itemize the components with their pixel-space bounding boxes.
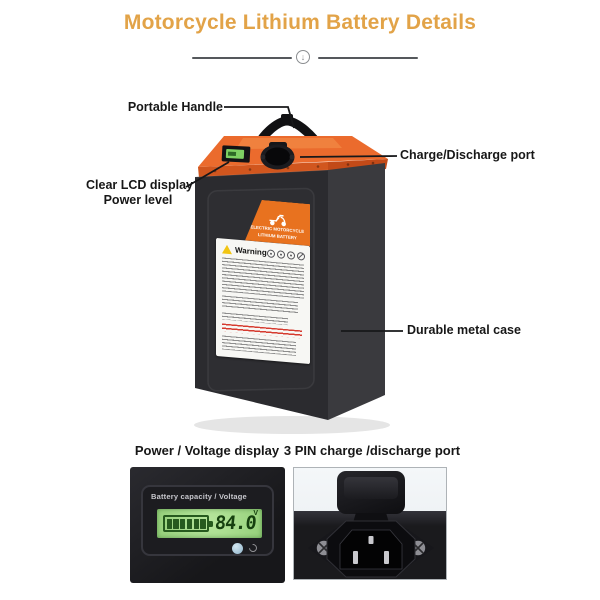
port-flip-cover [337,471,405,514]
lid-raised-plate [236,138,342,149]
battery-bar [200,518,206,529]
warning-symbol-icon-3 [286,250,295,260]
warning-symbol-icon-2 [276,249,285,259]
callout-lcd-line-2: Power level [103,193,173,207]
callout-charge-discharge-port: Charge/Discharge port [400,148,535,162]
charge-port-caption: 3 PIN charge /discharge port [283,443,461,458]
warning-triangle-icon [222,244,232,255]
battery-sticker: ELECTRIC MOTORCYCLE LITHIUM BATTERY Warn… [216,196,310,365]
pin-left [353,551,358,564]
page-title: Motorcycle Lithium Battery Details [123,11,477,34]
charge-port-panel [293,467,447,580]
callout-portable-handle: Portable Handle [127,100,223,114]
case-right-face [328,163,385,420]
battery-bar [193,518,199,529]
top-lcd-pixels [227,151,237,156]
top-charge-port [260,142,295,170]
fine-print-lines-2 [222,295,299,316]
voltage-meter-panel: Battery capacity / Voltage 84.0 V [130,467,285,583]
warning-symbols [266,248,305,261]
divider-line-left [192,57,292,59]
warning-symbol-icon-4 [296,251,305,261]
three-pin-socket [308,520,434,578]
pin-earth [368,536,374,544]
fine-print-lines-4 [222,335,296,356]
brand-ribbon: ELECTRIC MOTORCYCLE LITHIUM BATTERY [245,198,310,246]
divider-line-right [318,57,418,59]
callout-lcd-line-1: Clear LCD display [86,178,193,192]
meter-title: Battery capacity / Voltage [151,492,247,501]
callout-durable-metal-case: Durable metal case [407,323,521,337]
voltage-value: 84.0 [213,513,257,534]
scooter-icon [267,212,289,227]
case-inset-panel [207,187,315,392]
warning-symbol-icon-1 [266,248,275,258]
brand-line-2: LITHIUM BATTERY [258,232,297,241]
warning-label: Warning [216,237,310,365]
warning-title: Warning [235,245,267,258]
meter-lcd-screen: 84.0 V [157,509,262,538]
handle-apex [281,114,293,125]
battery-bar [173,518,179,529]
pin-right [384,551,389,564]
battery-bar [180,518,186,529]
battery-shadow [194,416,390,434]
battery-bar [186,518,192,529]
callout-lcd-display: Clear LCD display Power level [86,178,193,208]
battery-level-icon [163,515,213,532]
battery-bar [166,518,172,529]
down-arrow-glyph: ↓ [300,51,306,62]
voltage-display-caption: Power / Voltage display [134,443,280,458]
voltage-unit: V [253,510,258,517]
fine-print-lines-3 [222,312,288,326]
meter-button [232,543,243,554]
down-arrow-icon: ↓ [296,50,310,64]
fine-print-lines-1 [222,257,304,299]
socket-recess [339,529,403,570]
